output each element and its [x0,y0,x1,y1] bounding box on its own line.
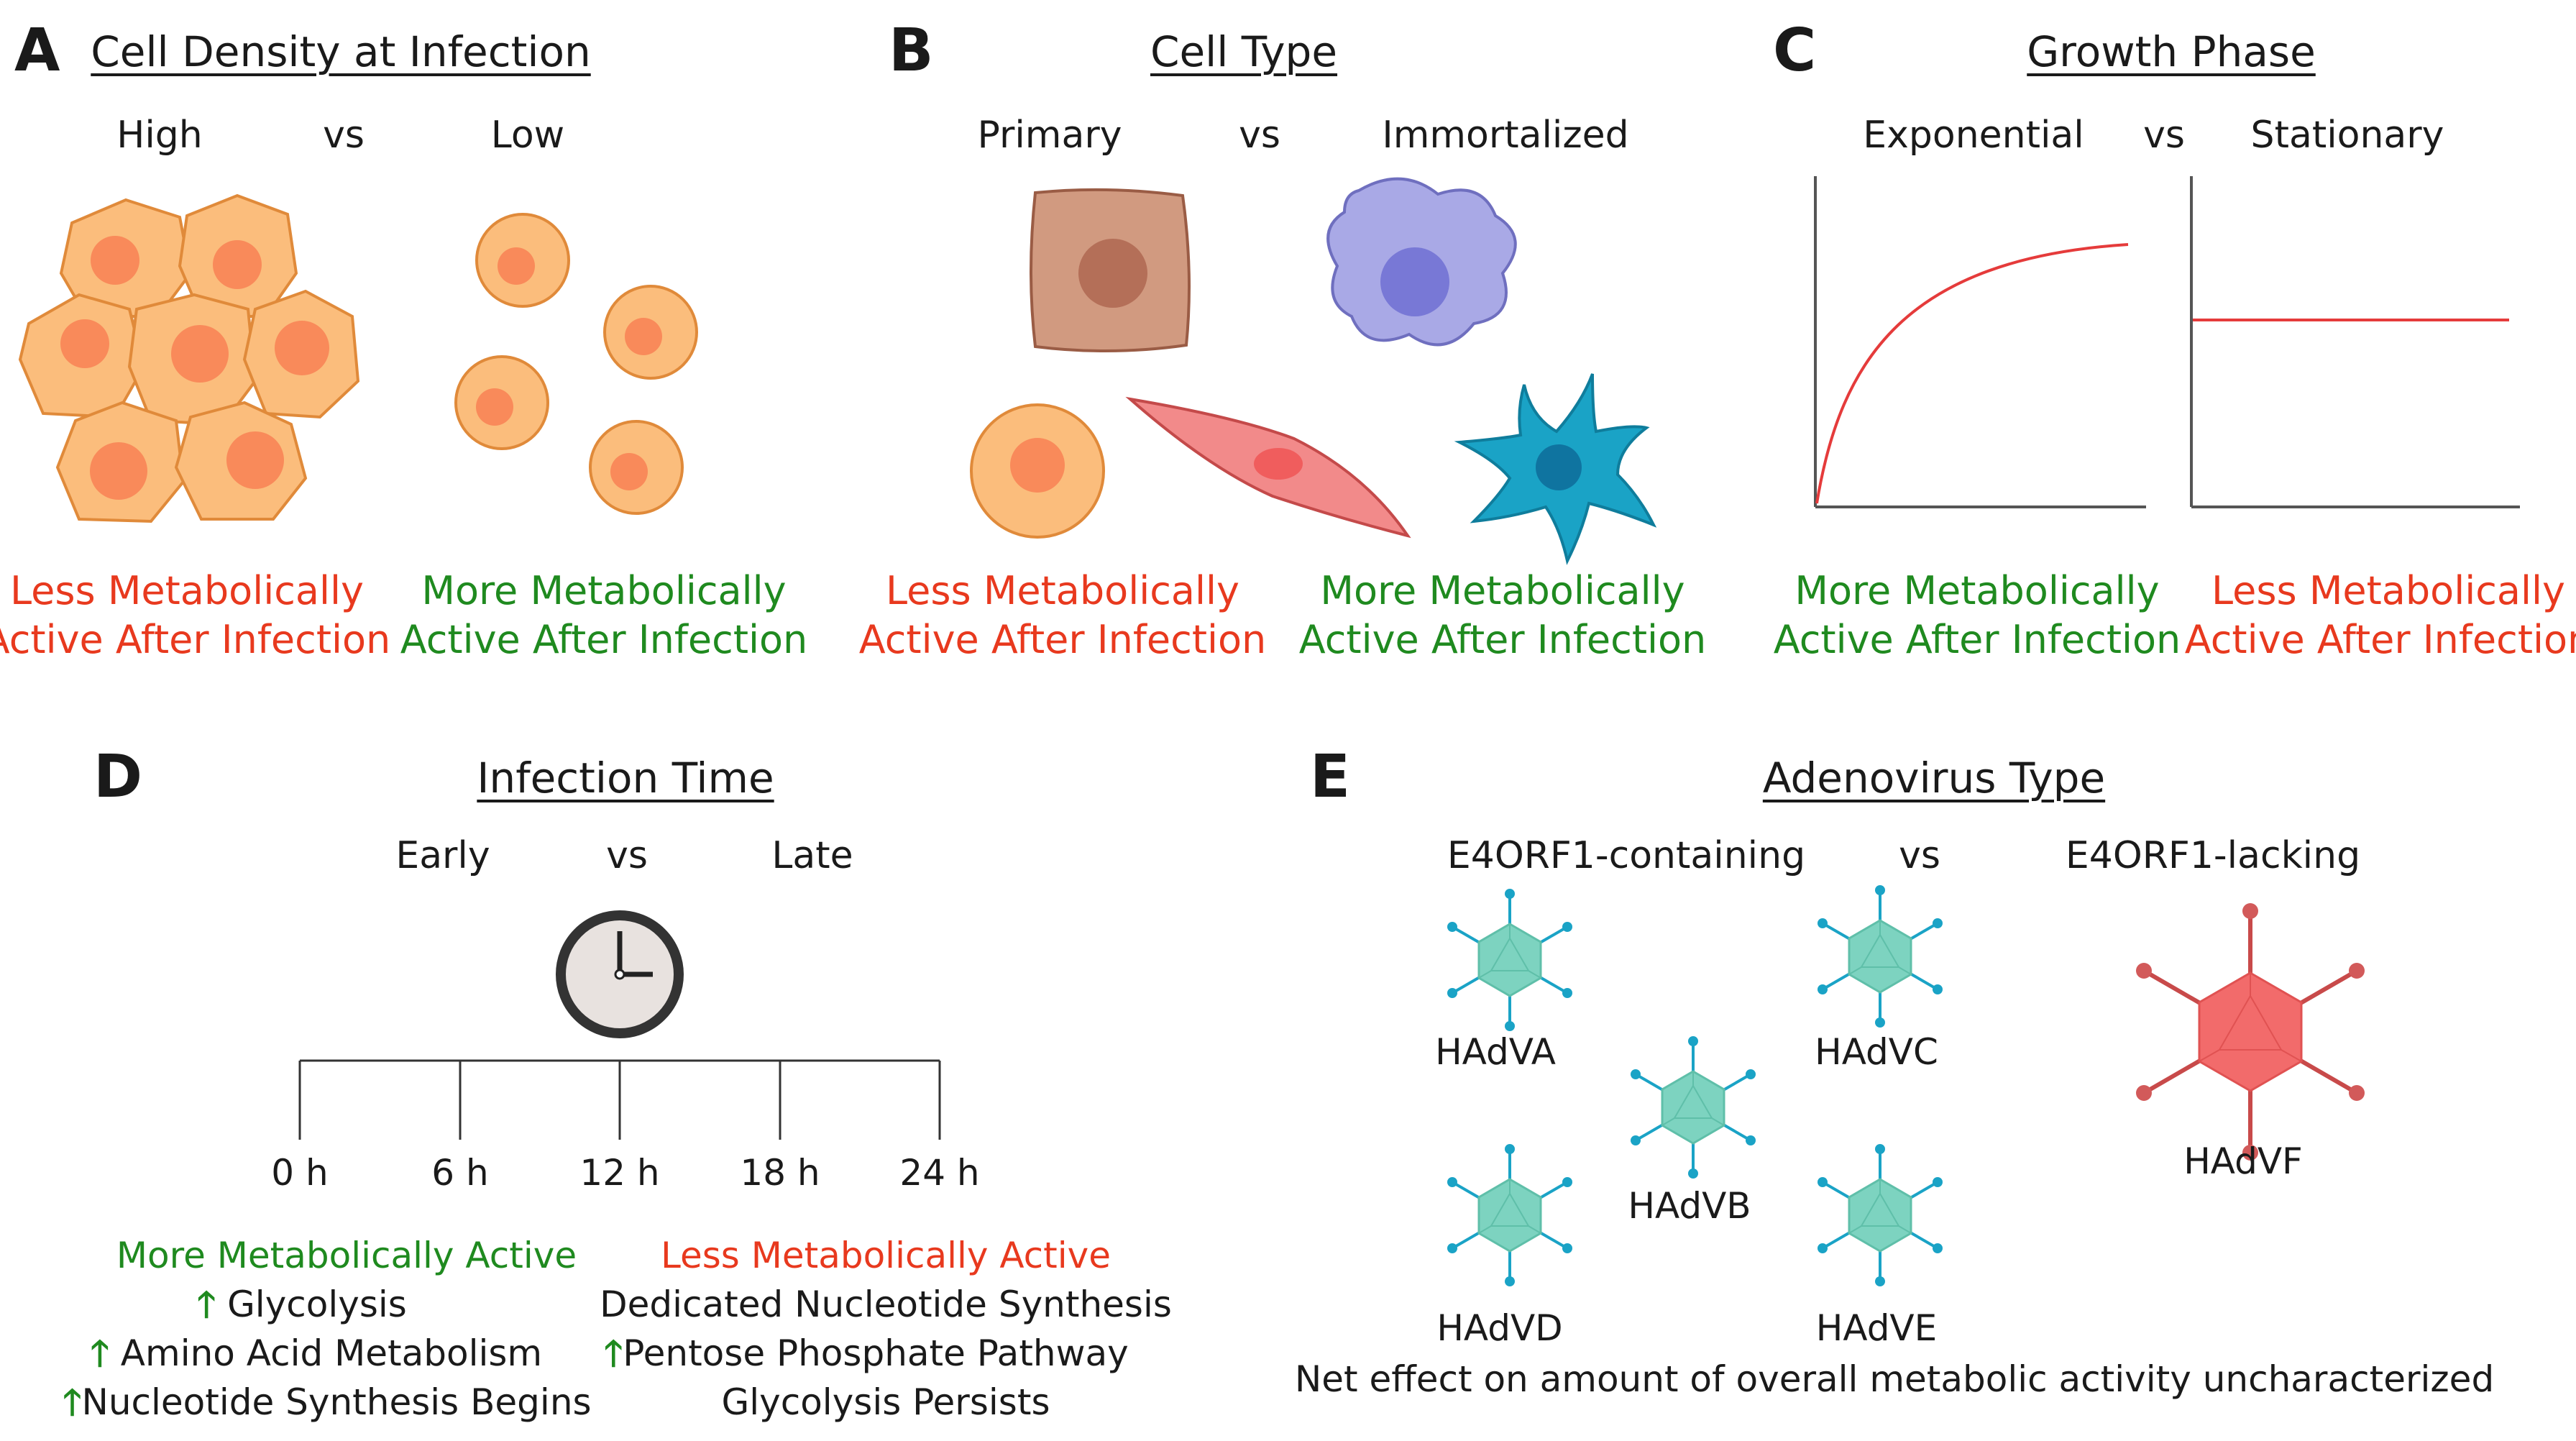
panel-d-title: Infection Time [477,754,774,802]
dendritic-cell [1454,373,1657,565]
up-arrow-icon: 🡑 [197,1284,216,1325]
exponential-plot-axes [1814,176,2146,508]
clock-icon [556,910,684,1038]
virus-label-hadvc: HAdVC [1815,1031,1938,1073]
immortalized-amoeboid-cell [1326,177,1517,347]
panel-a-right-outcome-2: Active After Infection [400,617,808,662]
late-item-1: Dedicated Nucleotide Synthesis [600,1284,1172,1325]
virus-icon-hadva [1446,887,1574,1033]
panel-a-left-outcome-1: Less Metabolically [10,568,364,613]
panel-a-letter: A [14,17,60,85]
timeline-tick-18h: 18 h [740,1152,820,1194]
panel-b-left-outcome-1: Less Metabolically [886,568,1239,613]
panel-b-letter: B [889,17,934,85]
panel-b-left-outcome-2: Active After Infection [858,617,1267,662]
panel-a-left-outcome-2: Active After Infection [0,617,391,662]
panel-b-right-outcome-1: More Metabolically [1320,568,1685,613]
virus-icon-hadvd [1446,1143,1574,1288]
exponential-growth-curve [1815,243,2129,504]
up-arrow-icon: 🡑 [90,1332,109,1374]
panel-e-letter: E [1310,743,1351,811]
fibroblast-cell [1125,396,1411,539]
panel-c-left-outcome-2: Active After Infection [1773,617,2181,662]
up-arrow-icon: 🡑 [63,1381,82,1423]
up-arrow-icon: 🡑 [604,1332,623,1374]
late-heading: Less Metabolically Active [660,1235,1111,1276]
panel-c-right-label: Stationary [2250,114,2444,157]
virus-label-hadvf: HAdVF [2183,1140,2303,1182]
virus-label-hadvd: HAdVD [1436,1307,1563,1349]
timeline-ruler [298,1059,941,1140]
timeline-tick-6h: 6 h [431,1152,489,1194]
late-item-2: 🡑Pentose Phosphate Pathway [604,1332,1129,1374]
panel-c-left-outcome-1: More Metabolically [1795,568,2160,613]
primary-round-cell [970,403,1105,539]
panel-c-right-outcome-1: Less Metabolically [2211,568,2565,613]
panel-a-right-label: Low [490,114,565,157]
panel-e-footer: Net effect on amount of overall metaboli… [1294,1358,2495,1400]
panel-c-vs: vs [2143,114,2185,157]
panel-a-left-label: High [116,114,203,157]
panel-a-title: Cell Density at Infection [91,27,591,76]
panel-a-vs: vs [323,114,365,157]
late-item-3: Glycolysis Persists [721,1381,1050,1423]
panel-c-right-outcome-2: Active After Infection [2184,617,2576,662]
panel-e-vs: vs [1899,834,1940,877]
timeline-tick-0h: 0 h [271,1152,329,1194]
panel-b-left-label: Primary [977,114,1122,157]
panel-e-left-label: E4ORF1-containing [1447,834,1806,877]
panel-e-right-label: E4ORF1-lacking [2065,834,2361,877]
virus-icon-hadvf [2136,903,2365,1161]
panel-b-right-outcome-2: Active After Infection [1298,617,1707,662]
panel-d-left-label: Early [395,834,490,877]
panel-b-right-label: Immortalized [1382,114,1629,157]
virus-icon-hadvb [1629,1035,1757,1180]
virus-label-hadve: HAdVE [1815,1307,1938,1349]
panel-d-letter: D [93,743,143,811]
timeline-tick-12h: 12 h [579,1152,660,1194]
panel-e-title: Adenovirus Type [1762,754,2106,802]
panel-a-right-outcome-1: More Metabolically [421,568,787,613]
timeline-tick-24h: 24 h [899,1152,980,1194]
virus-label-hadva: HAdVA [1435,1031,1556,1073]
early-item-3: 🡑Nucleotide Synthesis Begins [63,1381,592,1423]
early-heading: More Metabolically Active [116,1235,577,1276]
panel-c-left-label: Exponential [1863,114,2084,157]
early-item-1: 🡑 Glycolysis [197,1284,407,1325]
primary-square-cell [1030,188,1191,353]
panel-d-right-label: Late [771,834,853,877]
panel-c-title: Growth Phase [2027,27,2316,76]
panel-d-vs: vs [606,834,648,877]
panel-b-title: Cell Type [1150,27,1338,76]
early-item-2: 🡑 Amino Acid Metabolism [90,1332,543,1374]
stationary-plot-axes [2190,176,2520,508]
panel-b-vs: vs [1239,114,1280,157]
high-density-nuclei [60,236,329,500]
virus-icon-hadve [1816,1143,1944,1288]
virus-label-hadvb: HAdVB [1628,1185,1751,1227]
panel-c-letter: C [1773,17,1817,85]
virus-icon-hadvc [1816,884,1944,1029]
low-density-cells [454,213,698,515]
